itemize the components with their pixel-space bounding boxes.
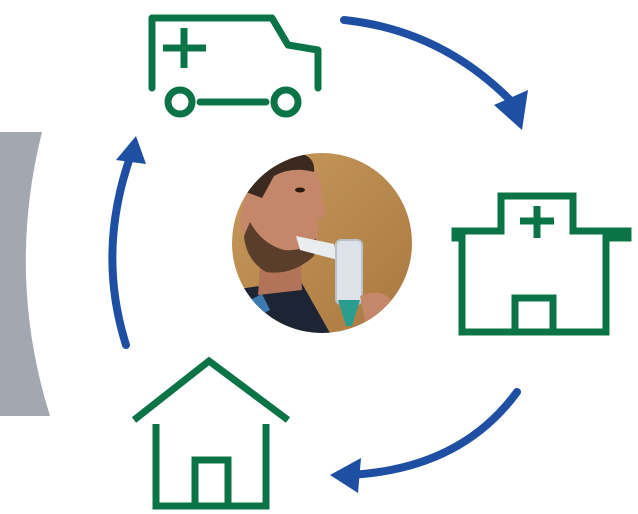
- arrow-home-to-ambulance: [108, 136, 146, 349]
- home-icon: [131, 356, 291, 510]
- side-band: [0, 132, 50, 416]
- hospital-icon: [451, 192, 632, 336]
- arrow-ambulance-to-hospital: [340, 16, 528, 130]
- patient-with-nebulizer-photo: [232, 153, 412, 333]
- ambulance-icon: [148, 14, 322, 118]
- arrow-hospital-to-home: [330, 388, 521, 493]
